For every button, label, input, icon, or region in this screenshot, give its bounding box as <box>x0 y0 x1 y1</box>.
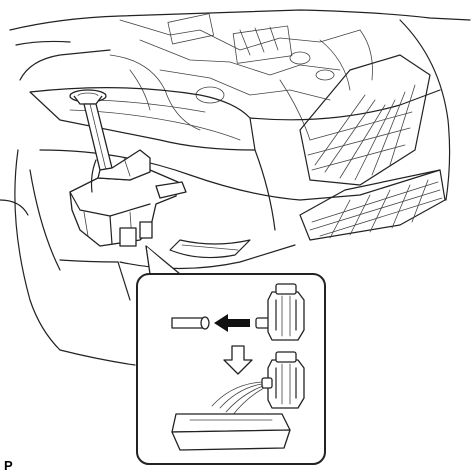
drain-step <box>171 345 305 451</box>
figure-corner-label: P <box>4 458 13 473</box>
hose-disconnect-step <box>171 283 305 341</box>
vehicle-front-end-illustration <box>0 9 471 366</box>
pull-direction-arrow <box>214 314 250 332</box>
washer-fluid-tank-illustration <box>69 89 187 247</box>
down-arrow <box>223 345 253 375</box>
